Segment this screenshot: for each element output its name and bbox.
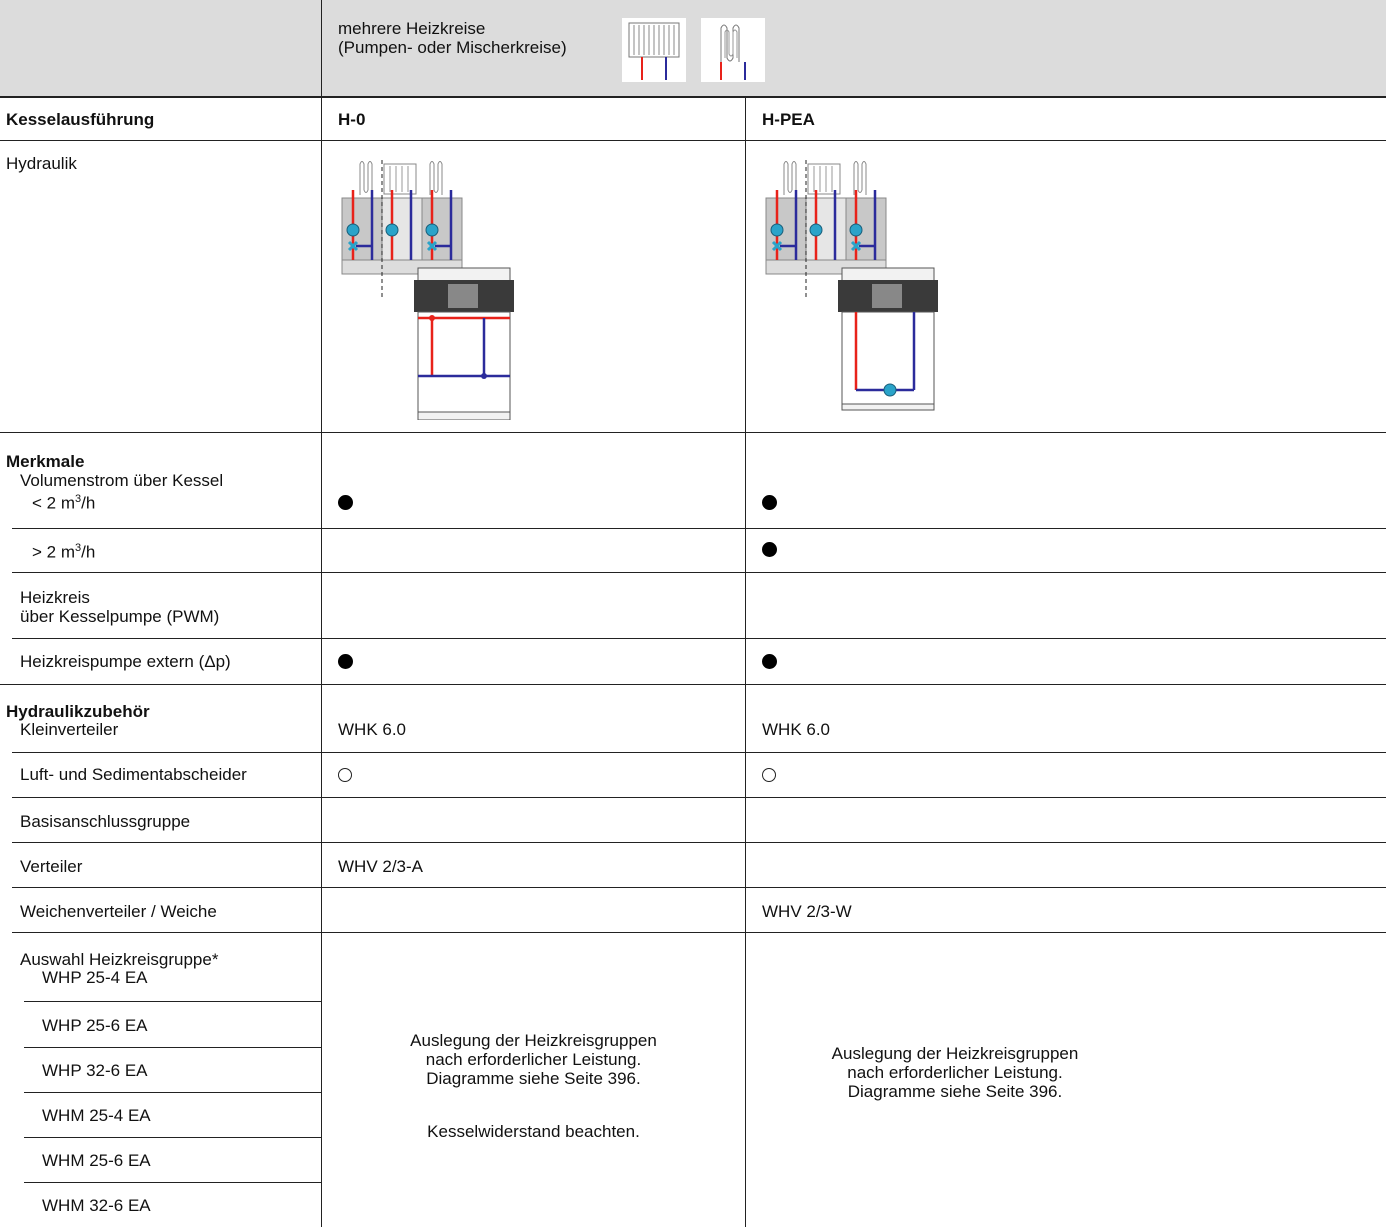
row-label-heizkreis-2: über Kesselpumpe (PWM)	[20, 607, 220, 626]
row-label-volumenstrom: Volumenstrom über Kessel	[20, 471, 224, 490]
group-item: WHM 32-6 EA	[42, 1196, 151, 1215]
boiler-hpea-diagram	[765, 160, 938, 411]
header-title-line1: mehrere Heizkreise	[338, 19, 486, 38]
bullet-filled	[338, 654, 353, 669]
row-rule	[12, 752, 1386, 753]
boiler-h0-diagram	[341, 160, 514, 420]
group-rule	[24, 1001, 321, 1002]
column-separator-2	[745, 98, 746, 1227]
row-rule	[12, 842, 1386, 843]
section-label-hydraulikzubehoer: Hydraulikzubehör	[6, 702, 150, 721]
group-item: WHM 25-6 EA	[42, 1151, 151, 1170]
bullet-filled	[762, 495, 777, 510]
note-h0-line1: Auslegung der Heizkreisgruppen	[410, 1031, 657, 1050]
row-label-weichen: Weichenverteiler / Weiche	[20, 902, 217, 921]
row-rule	[12, 572, 1386, 573]
row-label-lt2: < 2 m3/h	[32, 493, 96, 513]
row-rule	[0, 140, 1386, 141]
row-label-heizkreispumpe: Heizkreispumpe extern (Δp)	[20, 652, 231, 671]
row-rule	[12, 887, 1386, 888]
group-item: WHP 25-4 EA	[42, 968, 148, 987]
bullet-open	[338, 768, 352, 782]
row-label-auswahl: Auswahl Heizkreisgruppe*	[20, 950, 219, 969]
group-rule	[24, 1137, 321, 1138]
column-header-h0: H-0	[338, 110, 366, 129]
row-rule	[0, 432, 1386, 433]
group-item: WHP 32-6 EA	[42, 1061, 148, 1080]
radiator-icon	[622, 18, 686, 82]
column-label-kesselausfuehrung: Kesselausführung	[6, 110, 155, 129]
row-label-basis: Basisanschlussgruppe	[20, 812, 191, 831]
floor-heating-icon	[701, 18, 765, 82]
row-label-gt2: > 2 m3/h	[32, 542, 96, 562]
row-rule	[12, 638, 1386, 639]
header-divider	[321, 0, 322, 96]
note-hpea-line2: nach erforderlicher Leistung.	[847, 1063, 1063, 1082]
note-h0-line5: Kesselwiderstand beachten.	[427, 1122, 640, 1141]
header-title-line2: (Pumpen- oder Mischerkreise)	[338, 38, 567, 57]
note-h0-line3: Diagramme siehe Seite 396.	[426, 1069, 641, 1088]
value-weichen-hpea: WHV 2/3-W	[762, 902, 852, 921]
row-rule	[12, 528, 1386, 529]
column-separator-1	[321, 98, 322, 1227]
bullet-filled	[338, 495, 353, 510]
row-label-hydraulik: Hydraulik	[6, 154, 77, 173]
group-rule	[24, 1182, 321, 1183]
row-label-heizkreis-1: Heizkreis	[20, 588, 90, 607]
header-rule	[0, 96, 1386, 98]
header-band	[0, 0, 1386, 96]
row-label-luft: Luft- und Sedimentabscheider	[20, 765, 247, 784]
group-rule	[24, 1047, 321, 1048]
value-kleinverteiler-hpea: WHK 6.0	[762, 720, 831, 739]
column-header-hpea: H-PEA	[762, 110, 815, 129]
note-hpea-line3: Diagramme siehe Seite 396.	[847, 1082, 1063, 1101]
group-item: WHP 25-6 EA	[42, 1016, 148, 1035]
group-item: WHM 25-4 EA	[42, 1106, 151, 1125]
row-rule	[12, 932, 1386, 933]
section-label-merkmale: Merkmale	[6, 452, 85, 471]
row-rule	[0, 684, 1386, 685]
bullet-open	[762, 768, 776, 782]
group-rule	[24, 1092, 321, 1093]
row-rule	[12, 797, 1386, 798]
value-verteiler-h0: WHV 2/3-A	[338, 857, 424, 876]
row-label-kleinverteiler: Kleinverteiler	[20, 720, 119, 739]
bullet-filled	[762, 542, 777, 557]
bullet-filled	[762, 654, 777, 669]
note-h0-line2: nach erforderlicher Leistung.	[425, 1050, 642, 1069]
value-kleinverteiler-h0: WHK 6.0	[338, 720, 407, 739]
row-label-verteiler: Verteiler	[20, 857, 83, 876]
note-hpea-line1: Auslegung der Heizkreisgruppen	[831, 1044, 1079, 1063]
